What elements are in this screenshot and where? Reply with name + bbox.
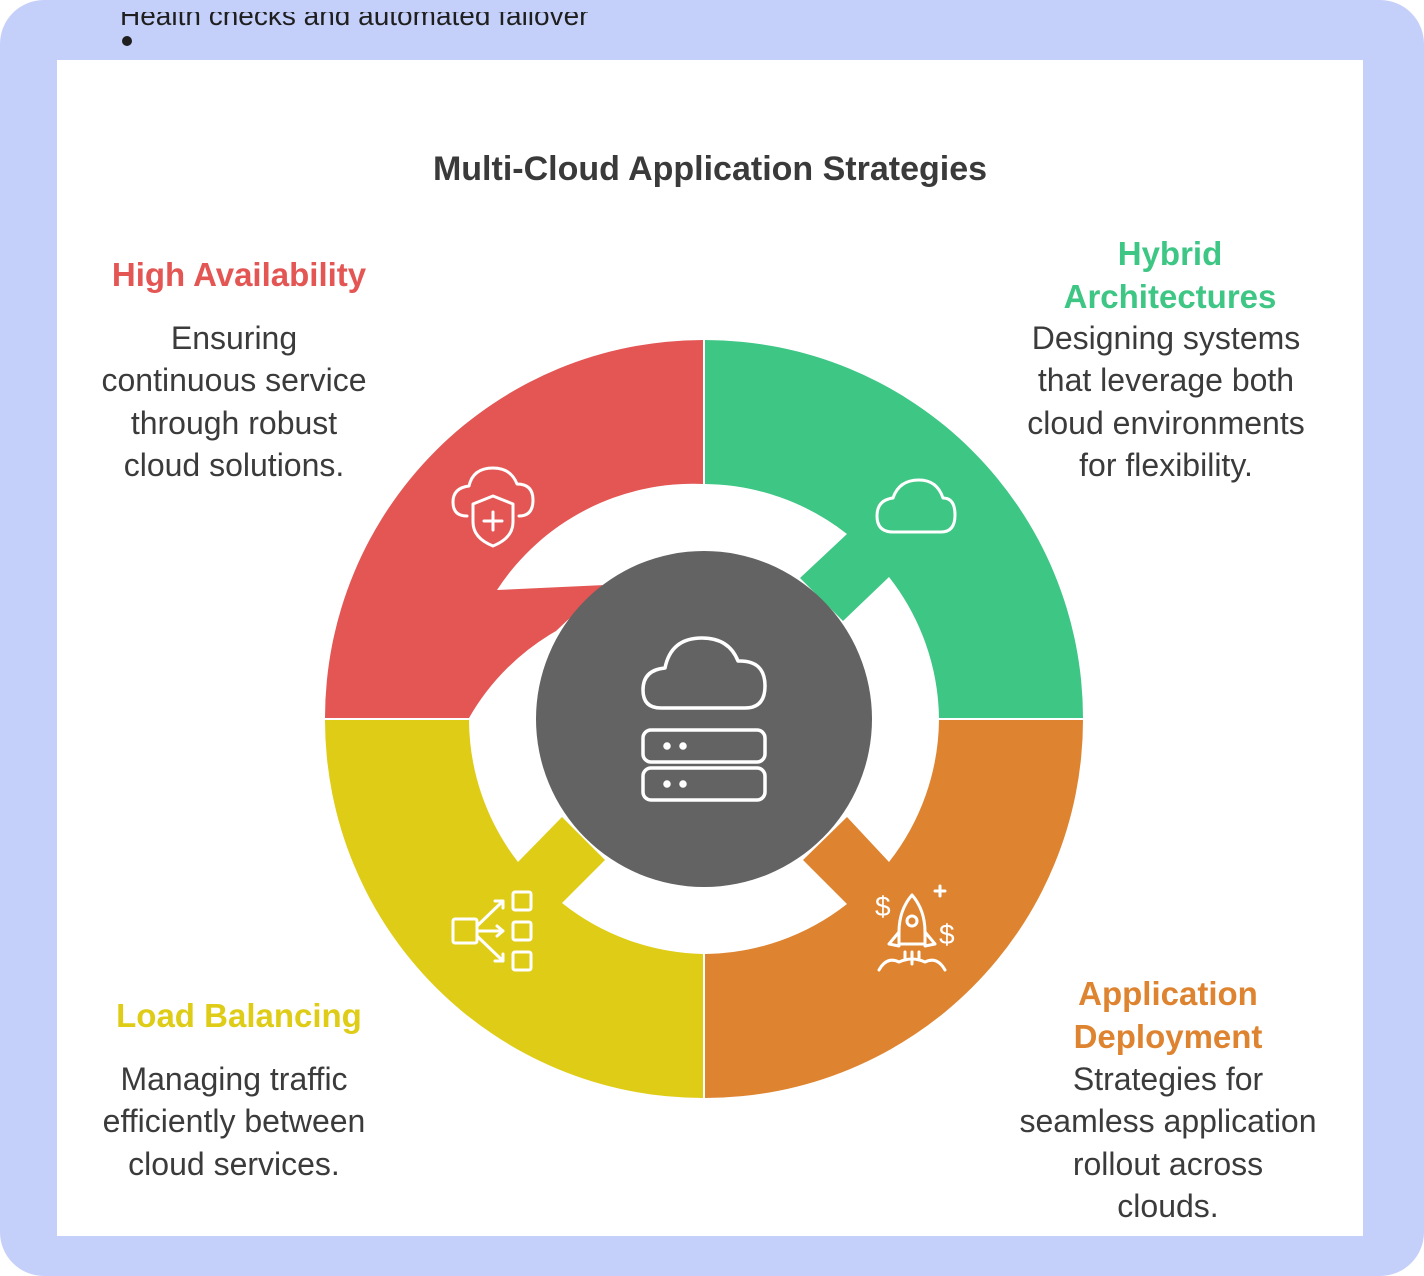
svg-text:$: $ xyxy=(875,891,891,922)
diagram-title: Multi-Cloud Application Strategies xyxy=(432,150,988,188)
heading-load-balancing: Load Balancing xyxy=(116,997,362,1034)
strategy-ring: $ $ xyxy=(325,340,1083,1098)
traffic-split-icon xyxy=(451,890,533,972)
diagram-card: Multi-Cloud Application Strategies xyxy=(57,60,1363,1236)
svg-text:$: $ xyxy=(939,919,955,950)
desc-application-deployment: Strategies for seamless application roll… xyxy=(1019,1061,1317,1224)
cloud-server-icon xyxy=(641,636,767,802)
rocket-dollar-icon: $ $ xyxy=(875,884,955,972)
cloud-icon xyxy=(875,478,957,534)
segment-hybrid-architectures xyxy=(705,340,1083,718)
heading-hybrid-architectures: Hybrid Architectures xyxy=(1063,235,1277,315)
bullet-dot xyxy=(122,36,132,46)
segment-high-availability xyxy=(325,340,703,718)
desc-high-availability: Ensuring continuous service through robu… xyxy=(101,320,367,483)
heading-high-availability: High Availability xyxy=(111,256,367,293)
center-hub xyxy=(536,551,872,887)
segment-application-deployment xyxy=(705,720,1083,1098)
desc-hybrid-architectures: Designing systems that leverage both clo… xyxy=(1027,320,1305,483)
desc-load-balancing: Managing traffic efficiently between clo… xyxy=(102,1061,366,1182)
cloud-shield-plus-icon xyxy=(451,466,535,548)
heading-application-deployment: Application Deployment xyxy=(1073,975,1263,1055)
cut-off-text: Health checks and automated failover xyxy=(120,12,589,31)
